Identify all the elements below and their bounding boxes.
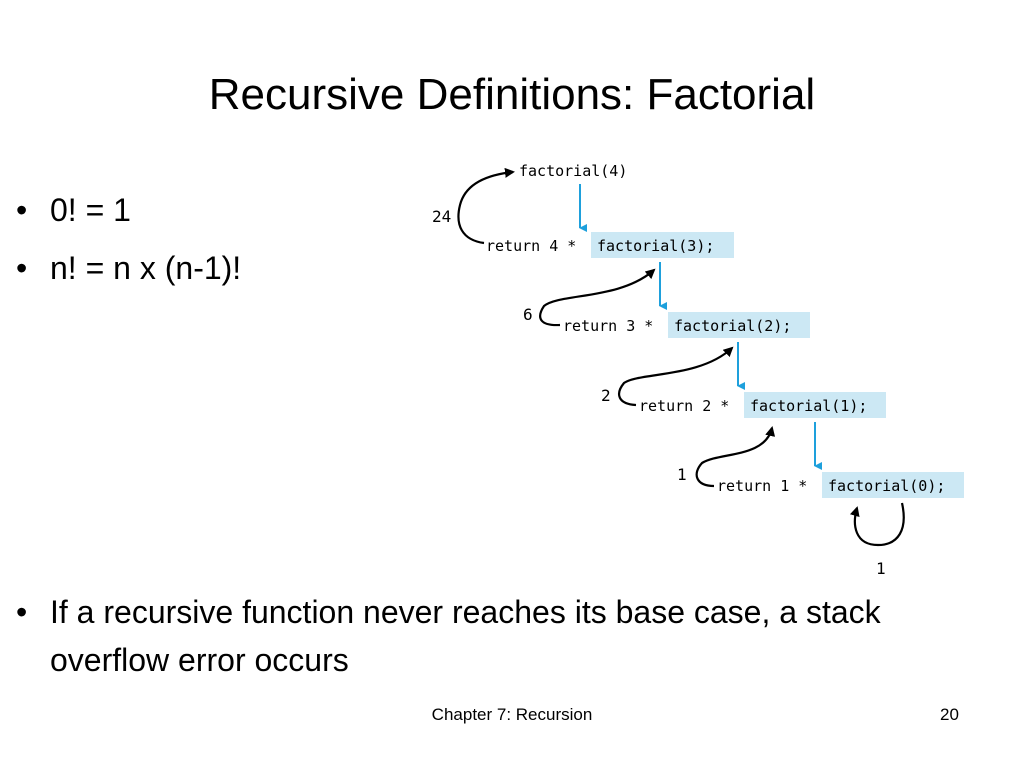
bullet-glyph: •: [16, 192, 28, 228]
call-text-3: factorial(3);: [597, 237, 714, 255]
call-highlight-0: [822, 472, 964, 498]
slide-title: Recursive Definitions: Factorial: [208, 70, 816, 119]
bullet-glyph: •: [16, 250, 28, 286]
return-text-4: return 4 *: [486, 237, 576, 255]
result-label-2: 2: [601, 386, 611, 405]
call-text-1: factorial(1);: [750, 397, 867, 415]
base-return-arrow-icon: [849, 502, 905, 547]
result-label-6: 6: [523, 305, 533, 324]
page-number: 20: [940, 705, 959, 724]
footer-chapter: Chapter 7: Recursion: [431, 705, 593, 724]
result-label-24: 24: [432, 207, 451, 226]
return-text-3: return 3 *: [563, 317, 653, 335]
return-arrow-icon: [457, 167, 515, 245]
base-result-label: 1: [876, 559, 886, 578]
return-arrow-icon: [618, 346, 734, 407]
bullet-text: 0! = 1: [50, 192, 131, 228]
return-arrow-icon: [539, 268, 656, 327]
call-text-2: factorial(2);: [674, 317, 791, 335]
bullet-text: n! = n x (n-1)!: [50, 250, 242, 286]
result-label-1: 1: [677, 465, 687, 484]
call-highlight-3: [591, 232, 734, 258]
call-highlight-1: [744, 392, 886, 418]
bullet-base-case: • 0! = 1: [16, 186, 131, 234]
bullet-text: If a recursive function never reaches it…: [50, 594, 881, 678]
bullet-glyph: •: [16, 594, 28, 630]
call-text-0: factorial(0);: [828, 477, 945, 495]
bullet-recursive-case: • n! = n x (n-1)!: [16, 244, 241, 292]
bullet-stack-overflow: • If a recursive function never reaches i…: [16, 588, 1006, 684]
return-text-1: return 1 *: [717, 477, 807, 495]
return-text-2: return 2 *: [639, 397, 729, 415]
top-call-label: factorial(4): [519, 162, 627, 180]
call-highlight-2: [668, 312, 810, 338]
return-arrow-icon: [695, 426, 776, 488]
